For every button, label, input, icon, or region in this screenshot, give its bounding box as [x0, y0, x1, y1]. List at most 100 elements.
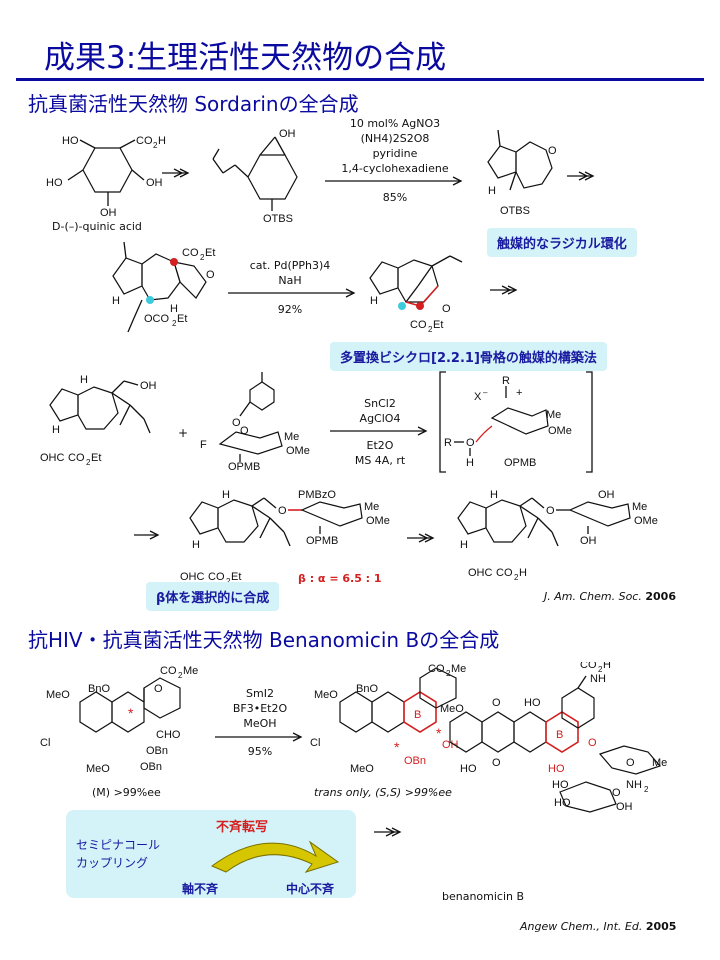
- svg-text:HO: HO: [46, 177, 63, 189]
- svg-text:OBn: OBn: [146, 745, 168, 757]
- svg-text:Me: Me: [546, 409, 561, 421]
- arrow-step2: [228, 288, 356, 298]
- arrow-pinacol: [215, 732, 303, 742]
- svg-text:Et: Et: [433, 319, 443, 331]
- conditions-step2: cat. Pd(PPh3)4 NaH: [249, 259, 331, 287]
- svg-text:OH: OH: [598, 489, 615, 501]
- svg-text:H: H: [52, 424, 60, 436]
- svg-text:OMe: OMe: [366, 515, 390, 527]
- svg-text:OPMB: OPMB: [504, 457, 536, 469]
- svg-text:CO: CO: [580, 662, 597, 671]
- yield-step1: 85%: [382, 191, 408, 204]
- svg-text:2: 2: [428, 325, 433, 334]
- svg-text:OMe: OMe: [634, 515, 658, 527]
- svg-text:OH: OH: [146, 177, 163, 189]
- yield-pinacol: 95%: [247, 745, 273, 758]
- svg-text:CO: CO: [160, 665, 177, 677]
- structure-tricyclic-ketone: O OTBS H: [487, 129, 557, 217]
- label-semipinacol-2: カップリング: [76, 856, 149, 870]
- svg-text:2: 2: [598, 665, 603, 674]
- svg-text:Cl: Cl: [310, 737, 320, 749]
- svg-text:BnO: BnO: [356, 683, 378, 695]
- svg-text:O: O: [278, 505, 287, 517]
- svg-text:CO: CO: [410, 319, 427, 331]
- svg-text:+: +: [516, 387, 522, 399]
- multistep-arrow-2: [567, 171, 595, 181]
- svg-text:MeO: MeO: [440, 703, 464, 715]
- multistep-arrow-5: [374, 827, 402, 837]
- svg-text:OBn: OBn: [404, 755, 426, 767]
- svg-text:OHC: OHC: [40, 452, 65, 464]
- svg-text:O: O: [206, 269, 215, 281]
- svg-text:HO: HO: [460, 763, 477, 775]
- svg-text:MeO: MeO: [86, 763, 110, 775]
- citation-angew: Angew Chem., Int. Ed. 2005: [520, 920, 677, 933]
- svg-text:O: O: [548, 145, 557, 157]
- svg-text:2: 2: [153, 141, 158, 150]
- svg-text:B: B: [556, 729, 563, 741]
- svg-text:O: O: [612, 787, 621, 799]
- label-product-stereo: trans only, (S,S) >99%ee: [314, 786, 452, 799]
- svg-text:OMe: OMe: [548, 425, 572, 437]
- svg-text:H: H: [466, 457, 474, 469]
- svg-text:2: 2: [178, 671, 183, 680]
- svg-text:O: O: [466, 437, 475, 449]
- svg-text:CO: CO: [68, 452, 85, 464]
- svg-text:H: H: [192, 539, 200, 551]
- svg-text:MeO: MeO: [46, 689, 70, 701]
- svg-text:2: 2: [514, 573, 519, 582]
- label-axial-chirality: 軸不斉: [182, 882, 219, 896]
- slide-title: 成果3:生理活性天然物の合成: [44, 40, 447, 76]
- svg-text:HO: HO: [524, 697, 541, 709]
- svg-text:Me: Me: [652, 757, 667, 769]
- svg-text:CO: CO: [496, 567, 513, 579]
- label-central-chirality: 中心不斉: [286, 882, 335, 896]
- svg-text:MeO: MeO: [314, 689, 338, 701]
- svg-text:H: H: [370, 295, 378, 307]
- multistep-arrow-3: [490, 285, 518, 295]
- svg-text:CO: CO: [428, 663, 445, 675]
- label-semipinacol-1: セミピナコール: [76, 838, 161, 852]
- svg-text:O: O: [240, 425, 249, 437]
- svg-text:*: *: [394, 739, 400, 755]
- label-sm-ee: (M) >99%ee: [92, 786, 161, 799]
- svg-text:H: H: [490, 489, 498, 501]
- svg-text:H: H: [158, 135, 166, 147]
- svg-text:OHC: OHC: [180, 571, 205, 583]
- svg-text:OH: OH: [580, 535, 597, 547]
- svg-text:O: O: [154, 683, 163, 695]
- svg-text:H: H: [519, 567, 527, 579]
- label-quinic-acid: D-(–)-quinic acid: [52, 220, 142, 233]
- conditions-pinacol: SmI2 BF3•Et2O MeOH: [232, 687, 288, 730]
- svg-text:–: –: [483, 388, 488, 397]
- svg-text:HO: HO: [552, 779, 569, 791]
- anomer-ratio: β : α = 6.5 : 1: [298, 572, 382, 585]
- svg-text:H: H: [460, 539, 468, 551]
- svg-text:OHC: OHC: [468, 567, 493, 579]
- svg-text:Et: Et: [205, 247, 215, 259]
- callout-beta-selective: β体を選択的に合成: [146, 582, 280, 611]
- svg-text:R: R: [502, 375, 510, 387]
- svg-text:HO: HO: [554, 797, 571, 809]
- svg-text:CO: CO: [182, 247, 199, 259]
- svg-text:F: F: [200, 439, 207, 451]
- svg-text:H: H: [222, 489, 230, 501]
- multistep-arrow-4: [407, 533, 435, 543]
- svg-text:R: R: [444, 437, 452, 449]
- svg-text:CHO: CHO: [156, 729, 181, 741]
- multistep-arrow-1: [162, 168, 190, 178]
- svg-text:HO: HO: [62, 135, 79, 147]
- svg-text:OBn: OBn: [140, 761, 162, 773]
- svg-text:O: O: [588, 737, 597, 749]
- svg-text:OTBS: OTBS: [263, 213, 293, 225]
- section-heading-sordarin: 抗真菌活性天然物 Sordarinの全合成: [28, 92, 359, 116]
- svg-text:Me: Me: [183, 665, 198, 677]
- svg-text:H: H: [170, 303, 178, 315]
- callout-bicyclo-construction: 多置換ビシクロ[2.2.1]骨格の触媒的構築法: [330, 342, 607, 371]
- svg-text:O: O: [442, 303, 451, 315]
